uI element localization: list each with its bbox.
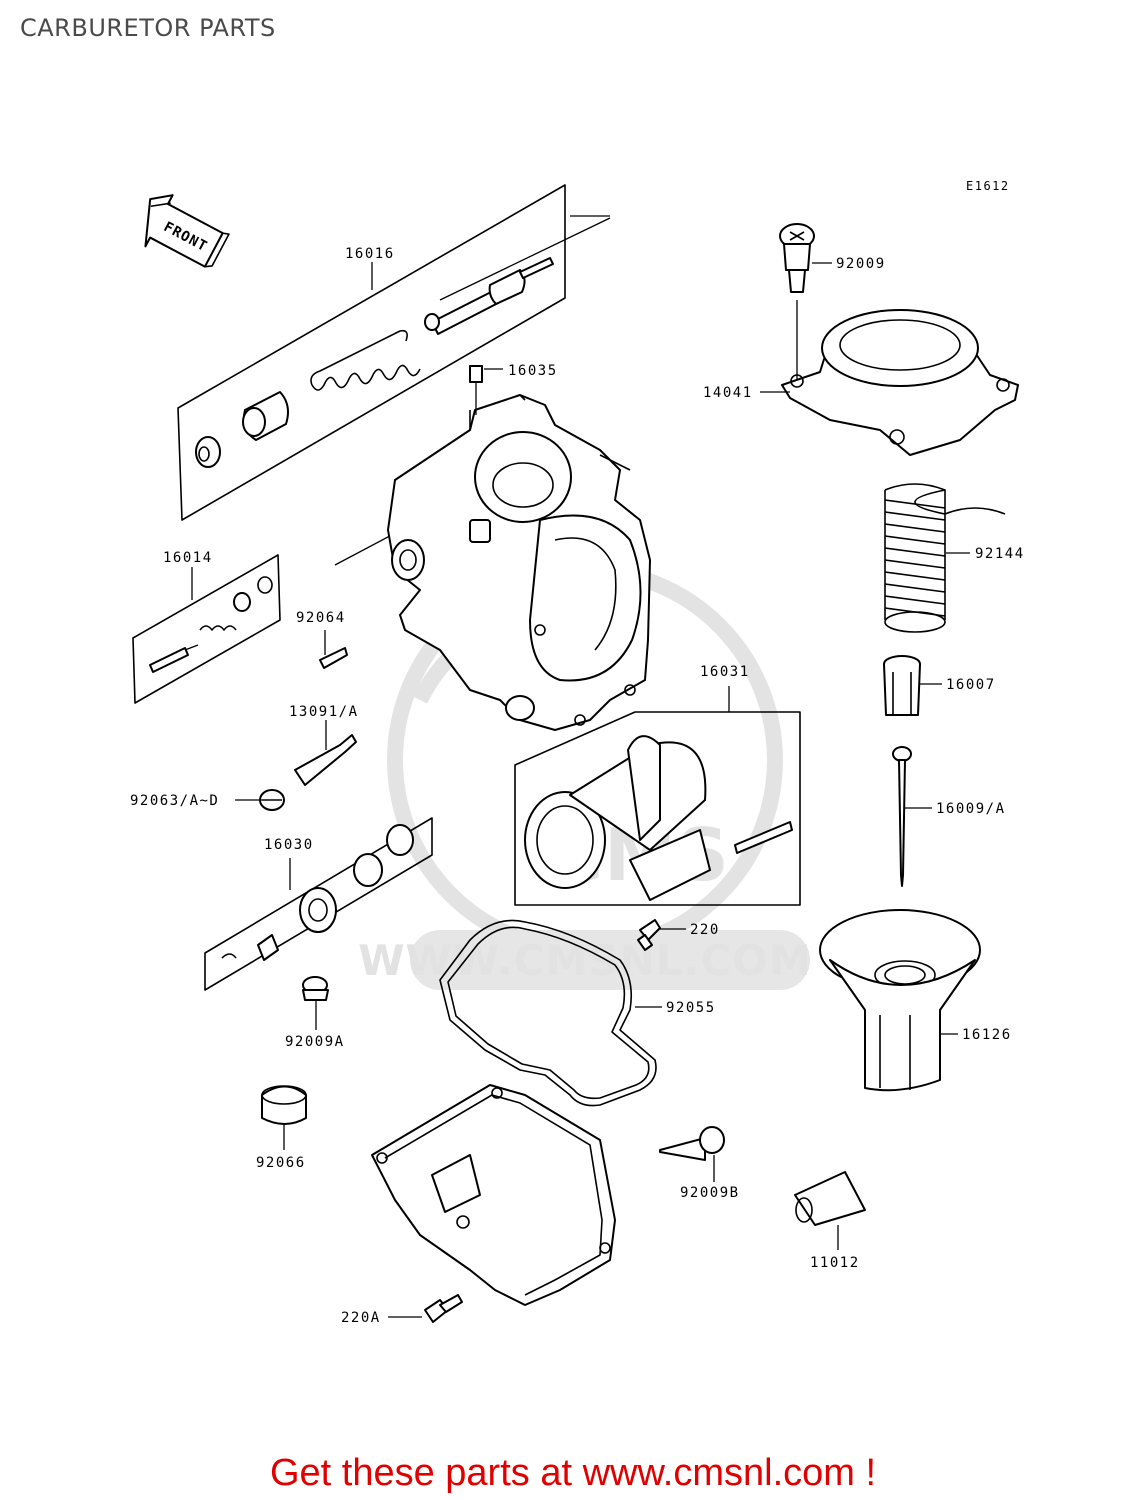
callout-16014: 16014 bbox=[163, 550, 213, 566]
callout-11012: 11012 bbox=[810, 1255, 860, 1271]
part-16014-kit bbox=[132, 554, 281, 704]
part-220-screw bbox=[637, 919, 661, 951]
callout-92063-a-d: 92063/A~D bbox=[130, 793, 219, 809]
carburetor-body bbox=[387, 394, 651, 731]
part-92055-gasket bbox=[439, 919, 657, 1107]
callout-labels: 16016 16035 92009 14041 16014 92064 9214… bbox=[130, 246, 1025, 1326]
part-92009B-screw bbox=[659, 1126, 725, 1182]
part-14041-cover bbox=[781, 309, 1019, 456]
diagram-code: E1612 bbox=[966, 179, 1010, 193]
float-bowl bbox=[371, 1084, 616, 1306]
callout-16030: 16030 bbox=[264, 837, 314, 853]
callout-16009-a: 16009/A bbox=[936, 801, 1006, 817]
part-220A-screw bbox=[424, 1294, 463, 1323]
callout-13091-a: 13091/A bbox=[289, 704, 359, 720]
callout-92064: 92064 bbox=[296, 610, 346, 626]
watermark-text: WWW.CMSNL.COM bbox=[358, 936, 812, 985]
part-92009-screw bbox=[779, 223, 815, 380]
part-92066-cap bbox=[261, 1085, 307, 1150]
part-16007-holder bbox=[883, 655, 921, 716]
callout-14041: 14041 bbox=[703, 385, 753, 401]
part-92144-spring bbox=[884, 483, 1006, 633]
callout-92009A: 92009A bbox=[285, 1034, 345, 1050]
callout-16007: 16007 bbox=[946, 677, 996, 693]
page-title: CARBURETOR PARTS bbox=[20, 14, 276, 42]
callout-92009B: 92009B bbox=[680, 1185, 740, 1201]
callout-16035: 16035 bbox=[508, 363, 558, 379]
part-16126-diaphragm bbox=[819, 909, 981, 1092]
parts-diagram: WWW.CMSNL.COM CMS FRONT E1612 bbox=[130, 179, 1025, 1326]
part-92063-jet bbox=[259, 789, 285, 811]
part-16009-needle bbox=[892, 746, 912, 887]
part-92064-jet bbox=[319, 630, 348, 669]
front-arrow-icon: FRONT bbox=[144, 194, 230, 268]
part-92009A-screw bbox=[302, 976, 329, 1030]
callout-92009: 92009 bbox=[836, 256, 886, 272]
part-11012-cap bbox=[794, 1171, 866, 1250]
part-16016-assembly bbox=[177, 184, 611, 566]
part-16031-assembly bbox=[514, 686, 801, 906]
callout-220: 220 bbox=[690, 922, 720, 938]
promo-link[interactable]: Get these parts at www.cmsnl.com ! bbox=[269, 1452, 877, 1494]
leader-lines bbox=[191, 262, 970, 1318]
callout-92066: 92066 bbox=[256, 1155, 306, 1171]
callout-16031: 16031 bbox=[700, 664, 750, 680]
callout-220A: 220A bbox=[341, 1310, 381, 1326]
part-16030-kit bbox=[204, 817, 433, 991]
promo-banner[interactable]: Get these parts at www.cmsnl.com ! bbox=[0, 1452, 1146, 1495]
callout-92144: 92144 bbox=[975, 546, 1025, 562]
callout-16016: 16016 bbox=[345, 246, 395, 262]
callout-92055: 92055 bbox=[666, 1000, 716, 1016]
part-16035-screw bbox=[469, 365, 483, 415]
part-13091-screw bbox=[294, 720, 357, 786]
callout-16126: 16126 bbox=[962, 1027, 1012, 1043]
